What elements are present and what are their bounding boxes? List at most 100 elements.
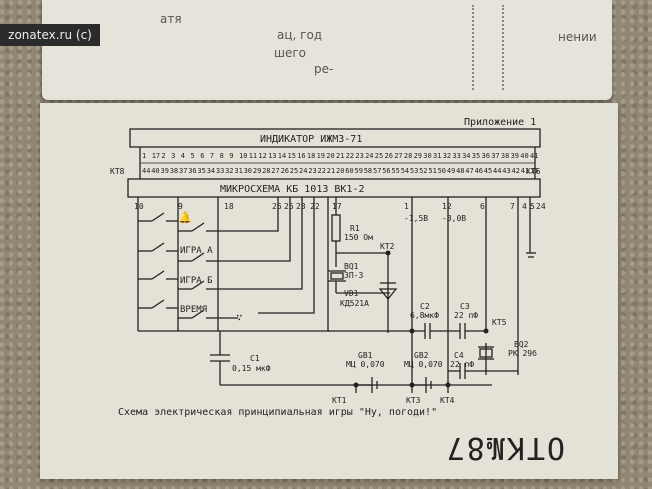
pin-number: 55 [391, 167, 399, 175]
pin-label: 24 [536, 202, 546, 211]
voltage-label: -3,0В [442, 214, 466, 223]
switch-row [138, 212, 218, 319]
c3-name: C3 [460, 302, 470, 311]
bell-icon: 🔔 [178, 211, 192, 224]
pin-number: 31 [234, 167, 242, 175]
test-point-kt4: КТ4 [440, 396, 455, 405]
pin-number: 18 [307, 152, 315, 160]
pin-number: 50 [438, 167, 446, 175]
pin-label: 7 [510, 202, 515, 211]
dotted-line [472, 5, 474, 90]
chip-pin-numbers: 4440393837363534333231302928272625242322… [142, 167, 538, 175]
pin-label: 6 [480, 202, 485, 211]
text-fragment: ре- [314, 62, 334, 76]
pin-number: 3 [171, 152, 175, 160]
pin-number: 60 [345, 167, 353, 175]
pin-number: 49 [447, 167, 455, 175]
pin-number: 29 [253, 167, 261, 175]
pin-number: 21 [336, 152, 344, 160]
pin-number: 4 [181, 152, 185, 160]
button-game-a-label: ИГРА А [180, 246, 213, 256]
pin-number: 34 [207, 167, 215, 175]
pin-number: 25 [290, 167, 298, 175]
pin-number: 7 [210, 152, 214, 160]
pin-number: 43 [502, 167, 510, 175]
pin-number: 12 [258, 152, 266, 160]
pin-number: 27 [394, 152, 402, 160]
pin-label: 12 [442, 202, 452, 211]
pin-number: 11 [249, 152, 257, 160]
sound-switch-icon: ∵ [236, 311, 243, 324]
pin-number: 5 [191, 152, 195, 160]
pin-number: 51 [428, 167, 436, 175]
pin-label: 10 [134, 202, 144, 211]
test-point-kt5: КТ5 [492, 318, 507, 327]
otk-stamp: ОТК№87 [445, 430, 565, 465]
gb2-name: GB2 [414, 351, 429, 360]
pin-number: 15 [530, 167, 538, 175]
test-point-kt8: КТ8 [110, 167, 125, 176]
test-point-kt1: КТ1 [332, 396, 347, 405]
pin-number: 36 [188, 167, 196, 175]
c4-value: 22 пФ [450, 360, 474, 369]
pin-number: 33 [452, 152, 460, 160]
pin-number: 37 [179, 167, 187, 175]
pin-number: 6 [200, 152, 204, 160]
pin-number: 15 [288, 152, 296, 160]
circuit-schematic: 1172345678910111213141516181920212223242… [110, 117, 565, 465]
pin-number: 19 [317, 152, 325, 160]
pin-number: 24 [365, 152, 373, 160]
dotted-line [502, 5, 504, 90]
pin-label: 26 [272, 202, 282, 211]
pin-number: 28 [404, 152, 412, 160]
pin-label: 23 [296, 202, 306, 211]
pin-number: 35 [472, 152, 480, 160]
pin-number: 9 [229, 152, 233, 160]
vd1-value: КД521А [340, 299, 369, 308]
pin-number: 14 [278, 152, 286, 160]
pin-number: 20 [326, 152, 334, 160]
pin-number: 10 [239, 152, 247, 160]
pin-number: 45 [484, 167, 492, 175]
pin-label: 4 [522, 202, 527, 211]
r1-value: 150 Ом [344, 233, 373, 242]
junction-dots [353, 250, 489, 388]
pin-number: 41 [530, 152, 538, 160]
text-fragment: нении [558, 30, 597, 44]
pin-number: 48 [456, 167, 464, 175]
pin-number: 56 [382, 167, 390, 175]
pin-number: 38 [501, 152, 509, 160]
pin-number: 17 [152, 152, 160, 160]
pin-number: 20 [336, 167, 344, 175]
pin-number: 41 [521, 167, 529, 175]
pin-number: 44 [493, 167, 501, 175]
pin-label: 5 [530, 202, 535, 211]
bq2-value: РК 29б [508, 348, 537, 358]
pin-number: 8 [220, 152, 224, 160]
pin-number: 30 [423, 152, 431, 160]
chip-block [127, 178, 541, 198]
schematic-caption: Схема электрическая принципиальная игры … [118, 407, 437, 418]
c1-value: 0,15 мкФ [232, 364, 271, 373]
pin-number: 22 [318, 167, 326, 175]
pin-number: 58 [364, 167, 372, 175]
pin-number: 25 [375, 152, 383, 160]
pin-number: 32 [443, 152, 451, 160]
watermark-label: zonatex.ru (c) [0, 24, 100, 46]
pin-number: 24 [299, 167, 307, 175]
pin-number: 23 [308, 167, 316, 175]
gb1-name: GB1 [358, 351, 373, 360]
pin-number: 26 [281, 167, 289, 175]
pin-number: 2 [161, 152, 165, 160]
pin-number: 39 [511, 152, 519, 160]
pin-label: 22 [310, 202, 320, 211]
test-point-kt3: КТ3 [406, 396, 421, 405]
pin-number: 37 [491, 152, 499, 160]
pin-number: 42 [512, 167, 520, 175]
pin-label: 17 [332, 202, 342, 211]
gb1-value: МЦ 0,070 [346, 360, 385, 369]
pin-number: 40 [151, 167, 159, 175]
pin-number: 28 [262, 167, 270, 175]
indicator-block [129, 128, 541, 148]
